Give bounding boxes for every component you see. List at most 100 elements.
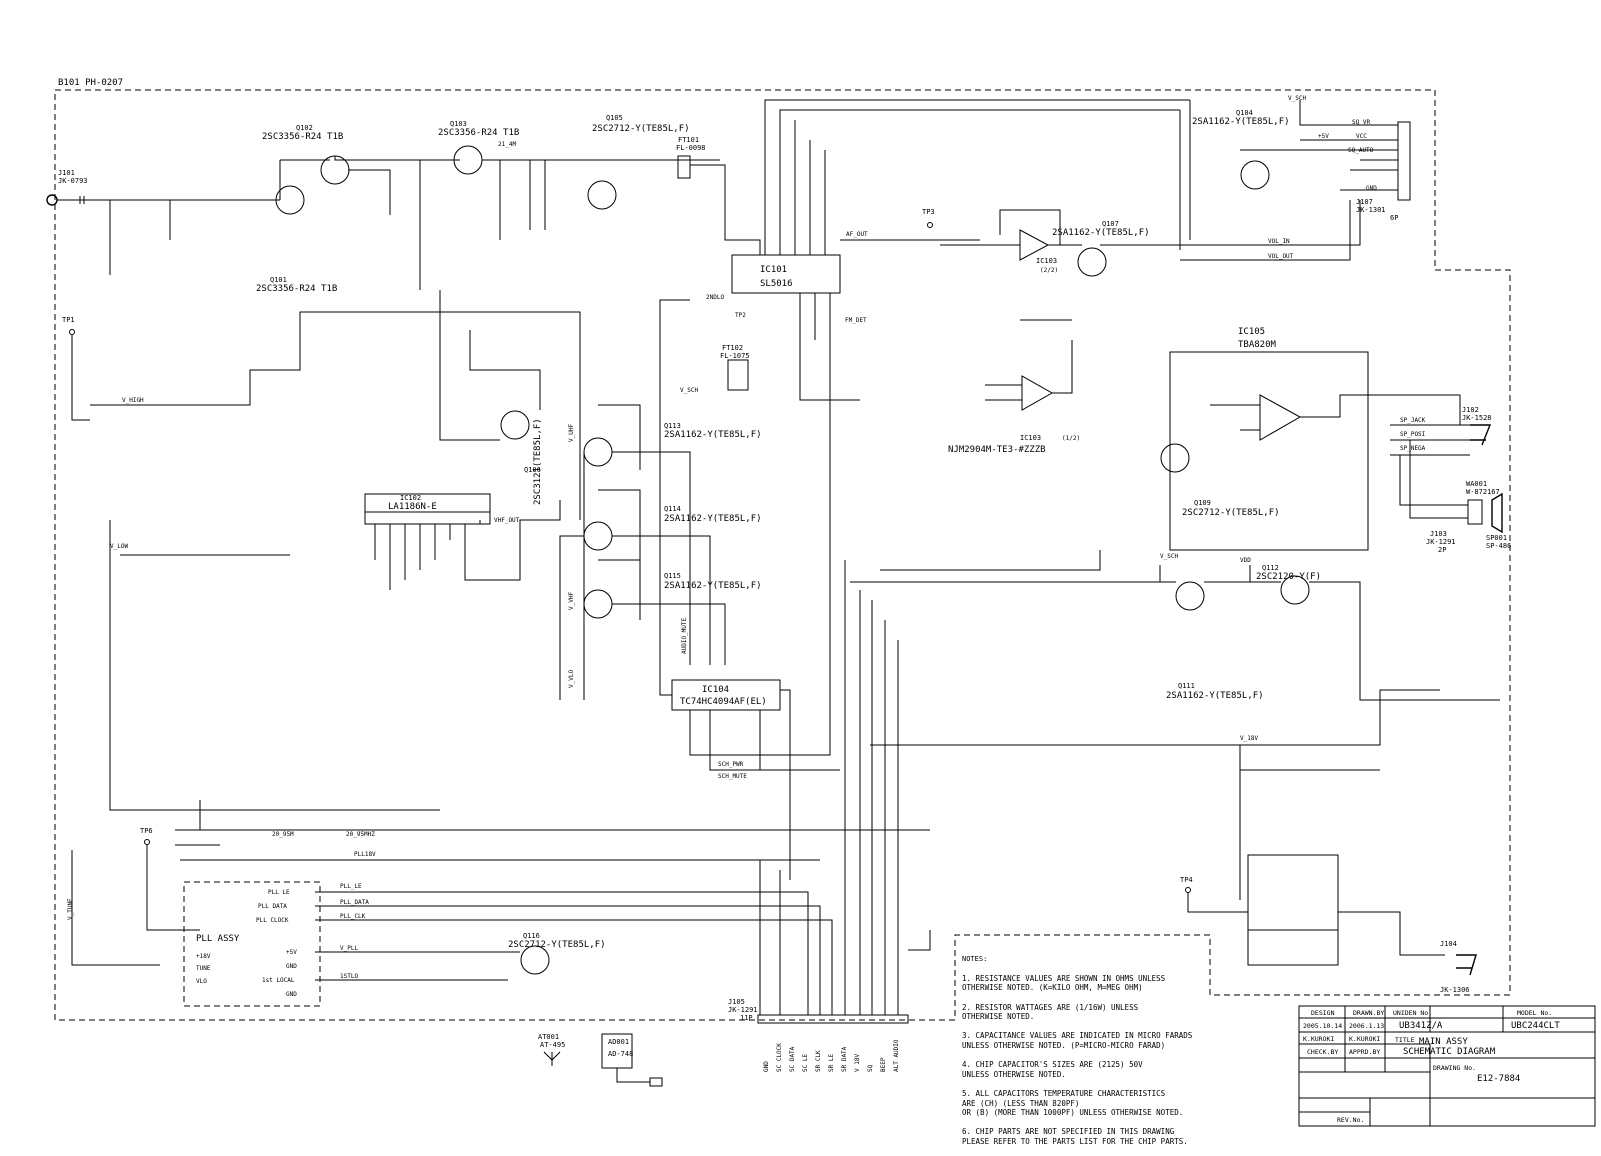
j103-ref: J103: [1430, 530, 1447, 538]
ic102-pins: [364, 511, 491, 525]
antenna-icon: [543, 1051, 561, 1066]
q109-part: 2SC2712-Y(TE85L,F): [1182, 508, 1280, 518]
net-v-sch-mid: V_SCH: [680, 387, 698, 394]
ic103b-opamp: [1021, 375, 1054, 411]
net-sp-posi: SP_POSI: [1400, 431, 1426, 438]
net-plus5v: +5V: [1318, 133, 1329, 140]
q101-part: 2SC3356-R24 T1B: [256, 284, 337, 294]
wa001-part: W-872167: [1466, 488, 1500, 496]
pll-assy-box: [183, 881, 321, 1007]
j105-pin-6: SR LE: [828, 1054, 835, 1072]
board-label: B101 PH-0207: [58, 78, 123, 88]
ft102-symbol: [727, 359, 749, 391]
j102-ref: J102: [1462, 406, 1479, 414]
note-2: 2. RESISTOR WATTAGES ARE (1/16W) UNLESS …: [962, 1002, 1139, 1022]
net-vdd: VDD: [1240, 557, 1251, 564]
j105-pin-9: SQ: [867, 1064, 874, 1072]
q116-ref: Q116: [523, 932, 540, 940]
j105-pin-2: SC CLOCK: [776, 1043, 783, 1072]
ic103a-opamp: [1019, 229, 1050, 261]
q104-part: 2SA1162-Y(TE85L,F): [1192, 117, 1290, 127]
j105-pin-labels: GND SC CLOCK SC DATA SC LE SR CLK SR LE …: [763, 1039, 900, 1072]
dc-plug-icon: [649, 1077, 663, 1087]
j104-ref: J104: [1440, 940, 1457, 948]
q107-part: 2SA1162-Y(TE85L,F): [1052, 228, 1150, 238]
ic101-box: [731, 254, 841, 294]
note-1: 1. RESISTANCE VALUES ARE SHOWN IN OHMS U…: [962, 973, 1166, 993]
drawing-header: DRAWING No.: [1433, 1064, 1477, 1072]
q102-ref: Q102: [296, 124, 313, 132]
model-header: MODEL No.: [1517, 1009, 1553, 1017]
pll-pin-vlo: VLO: [196, 978, 207, 985]
net-v-tune: V_TUNE: [67, 898, 74, 920]
q116-part: 2SC2712-Y(TE85L,F): [508, 940, 606, 950]
j105-pin-1: GND: [763, 1061, 770, 1072]
net-v-vlo: V_VLO: [568, 670, 575, 688]
q104-ref: Q104: [1236, 109, 1253, 117]
ft101-part: FL-0098: [676, 144, 706, 152]
tp2-label: TP2: [735, 312, 746, 319]
q111-ref: Q111: [1178, 682, 1195, 690]
ic105-part: TBA820M: [1238, 340, 1277, 350]
ic102-top: [364, 493, 491, 512]
ic103b-part: NJM2904M-TE3-#ZZZB: [948, 445, 1046, 455]
ft101-ref: FT101: [678, 136, 699, 144]
ic103a-unit: (2/2): [1040, 267, 1058, 274]
q111-symbol: [1175, 581, 1205, 611]
q115-part: 2SA1162-Y(TE85L,F): [664, 581, 762, 591]
net-vol-out: VOL_OUT: [1268, 253, 1294, 260]
j105-part: JK-1291: [728, 1006, 758, 1014]
drawn-header: DRAWN.BY: [1353, 1009, 1385, 1017]
ft102-ref: FT102: [722, 344, 743, 352]
model-number: UBC244CLT: [1511, 1021, 1560, 1031]
ic101-ref: IC101: [760, 265, 787, 275]
j105-connector: [757, 1014, 909, 1024]
pll-pin-gnd2: GND: [286, 991, 297, 998]
j102-part: JK-1528: [1462, 414, 1492, 422]
j105-pins: 11P: [740, 1014, 753, 1022]
drafter-name: K.KUROKI: [1349, 1035, 1381, 1043]
net-v-vhf: V_VHF: [568, 592, 575, 610]
q101-symbol: [275, 185, 305, 215]
q104-symbol: [1240, 160, 1270, 190]
ic105-amp: [1259, 394, 1302, 441]
ft102-part: FL-1075: [720, 352, 750, 360]
designer-name: K.KUROKI: [1303, 1035, 1335, 1043]
design-date: 2005.10.14: [1303, 1022, 1343, 1030]
q106-part: 2SC3121(TE85L,F): [533, 418, 543, 505]
j105-pin-7: SR DATA: [841, 1046, 848, 1072]
q112-part: 2SC2120-Y(F): [1256, 572, 1321, 582]
net-v-pll: V_PLL: [340, 945, 358, 952]
q103-ref: Q103: [450, 120, 467, 128]
j105-pin-4: SC LE: [802, 1054, 809, 1072]
net-vcc: VCC: [1356, 133, 1367, 140]
j103-pins: 2P: [1438, 546, 1446, 554]
design-header: DESIGN: [1311, 1009, 1335, 1017]
q101-ref: Q101: [270, 276, 287, 284]
bridge-rectifier-frame: [1247, 854, 1339, 966]
q115-ref: Q115: [664, 572, 681, 580]
approve-header: APPRD.BY: [1349, 1048, 1381, 1056]
j107-pins: 6P: [1390, 214, 1398, 222]
q109-symbol: [1160, 443, 1190, 473]
q115-symbol: [583, 589, 613, 619]
q113-part: 2SA1162-Y(TE85L,F): [664, 430, 762, 440]
notes-block: NOTES: 1. RESISTANCE VALUES ARE SHOWN IN…: [962, 945, 1232, 1156]
q109-ref: Q109: [1194, 499, 1211, 507]
note-6: 6. CHIP PARTS ARE NOT SPECIFIED IN THIS …: [962, 1127, 1188, 1146]
net-v-sch-top: V_SCH: [1288, 95, 1306, 102]
q107-symbol: [1077, 247, 1107, 277]
j107-connector: [1397, 121, 1411, 201]
board-outline: [54, 89, 1511, 1021]
notes-heading: NOTES:: [962, 954, 988, 963]
note-5: 5. ALL CAPACITORS TEMPERATURE CHARACTERI…: [962, 1088, 1184, 1118]
unit-number: UB341Z/A: [1399, 1021, 1443, 1031]
ic102-part: LA1186N-E: [388, 502, 437, 512]
j105-pin-10: BEEP: [880, 1057, 887, 1072]
net-1stlo: 1STLO: [340, 973, 358, 980]
tp4-label: TP4: [1180, 876, 1193, 884]
j105-pin-3: SC DATA: [789, 1046, 796, 1072]
j105-pin-11: ALT AUDIO: [893, 1039, 900, 1072]
pll-assy-label: PLL ASSY: [196, 934, 240, 944]
ic103a-ref: IC103: [1036, 257, 1057, 265]
